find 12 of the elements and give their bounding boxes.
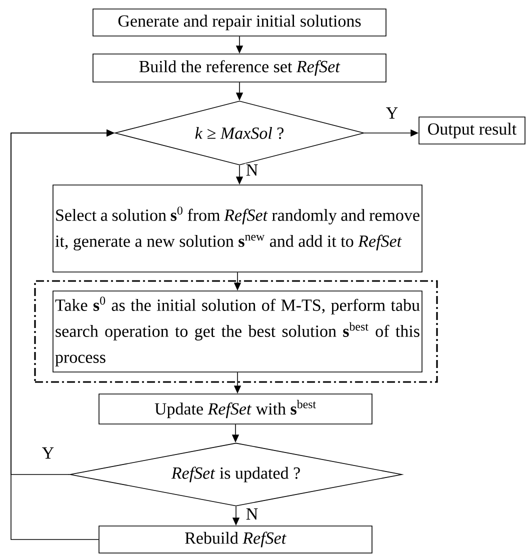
dash-dot-frame: [34, 280, 438, 383]
process-box: Build the reference set RefSet: [92, 54, 386, 82]
edge-label: N: [244, 507, 260, 521]
process-box: Update RefSet with s$^{best}$: [98, 394, 372, 424]
process-box: Output result: [418, 116, 526, 144]
edge-label: Y: [384, 106, 400, 120]
process-box: Take s$^{0}$ as the initial solution of M-TS, perform tabu search operation to get the best solution s$^{best}$ of this process: [52, 290, 422, 372]
process-box: Select a solution s$^{0}$ from RefSet randomly and remove it, generate a new solution s$^{new}$ and add it to RefSet: [52, 184, 422, 272]
process-box: Rebuild RefSet: [98, 526, 372, 554]
edge-label: Y: [40, 446, 56, 460]
edge-label: N: [244, 163, 260, 177]
process-box: Generate and repair initial solutions: [92, 8, 386, 36]
